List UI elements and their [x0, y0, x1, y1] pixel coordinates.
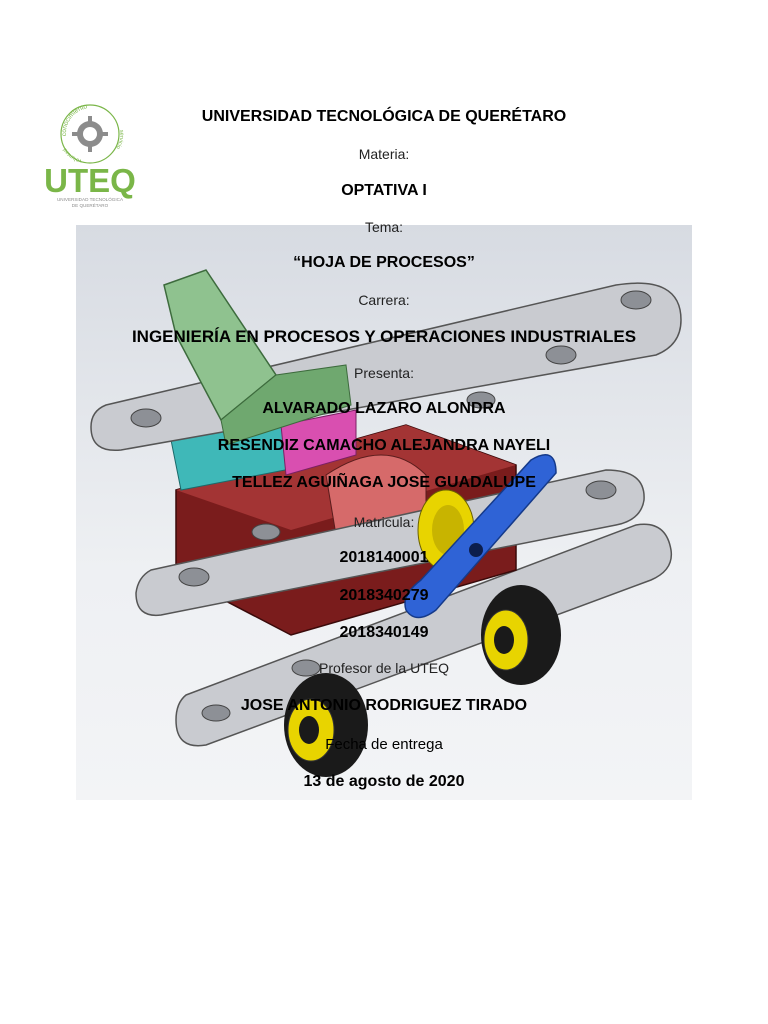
presenter-2: RESENDIZ CAMACHO ALEJANDRA NAYELI: [217, 437, 551, 454]
logo-name: UTEQ: [44, 162, 136, 199]
logo-subtitle-1: UNIVERSIDAD TECNOLÓGICA: [57, 196, 124, 202]
id-label: Matricula:: [353, 514, 415, 530]
professor-name: JOSE ANTONIO RODRIGUEZ TIRADO: [240, 697, 528, 714]
career-label: Carrera:: [358, 292, 410, 308]
presenter-1: ALVARADO LAZARO ALONDRA: [262, 400, 506, 417]
id-3: 2018340149: [339, 624, 429, 641]
date-label: Fecha de entrega: [325, 736, 443, 753]
logo-subtitle-2: DE QUERÉTARO: [72, 202, 109, 208]
propeller-hub: [469, 543, 483, 557]
delivery-date: 13 de agosto de 2020: [303, 773, 465, 790]
blue-propeller: [404, 454, 557, 619]
magenta-block: [280, 409, 357, 476]
tail-fin: [163, 269, 352, 446]
svg-text:servicio: servicio: [114, 130, 124, 150]
presenters-label: Presenta:: [354, 365, 414, 381]
professor-label: Profesor de la UTEQ: [319, 660, 449, 676]
front-wheel: [284, 673, 368, 777]
logo-arc-right-text: servicio: [114, 130, 124, 150]
subject-label: Materia:: [358, 146, 410, 162]
uteq-logo: conocimiento servicio voluntad UTEQ UNIV…: [44, 103, 136, 208]
presenter-3: TELLEZ AGUIÑAGA JOSE GUADALUPE: [232, 474, 536, 491]
subject-name: OPTATIVA I: [341, 182, 427, 199]
topic-label: Tema:: [364, 219, 404, 235]
career-name: INGENIERÍA EN PROCESOS Y OPERACIONES IND…: [131, 327, 637, 346]
topic-name: “HOJA DE PROCESOS”: [293, 254, 475, 271]
airplane-cad-render: [76, 225, 692, 800]
university-name: UNIVERSIDAD TECNOLÓGICA DE QUERÉTARO: [201, 108, 567, 125]
id-2: 2018340279: [339, 587, 429, 604]
id-1: 2018140001: [339, 549, 429, 566]
rear-wheel: [481, 585, 561, 685]
